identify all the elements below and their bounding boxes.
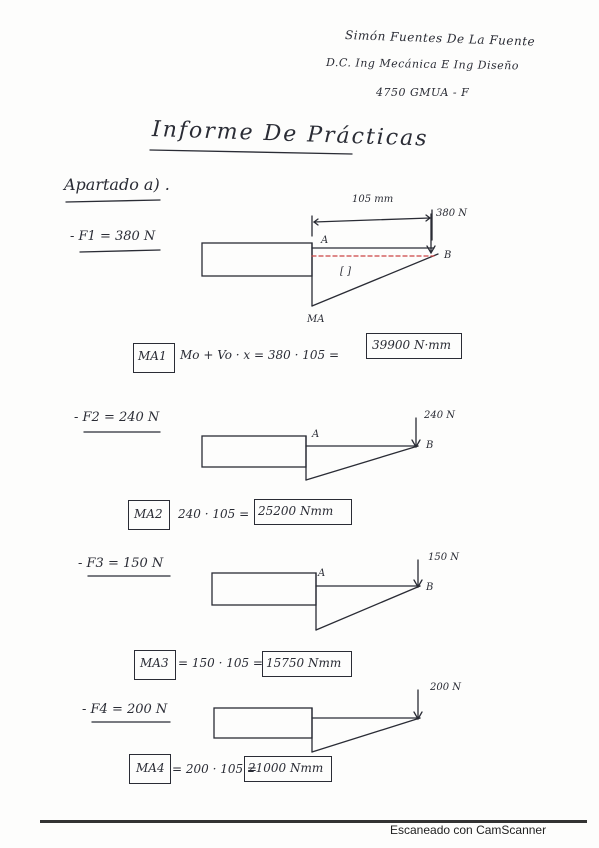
equation-lhs-4: MA4 bbox=[136, 761, 165, 775]
equation-box-lhs-2 bbox=[128, 500, 170, 530]
equation-result-2: 25200 Nmm bbox=[258, 504, 334, 518]
equation-box-lhs-1 bbox=[133, 343, 175, 373]
point-b-1: B bbox=[444, 250, 452, 261]
equation-mid-2: 240 · 105 = bbox=[178, 507, 250, 521]
equation-mid-4: = 200 · 105 = bbox=[172, 762, 257, 776]
load-label-4: 200 N bbox=[430, 682, 462, 693]
load-label-2: 240 N bbox=[424, 410, 456, 421]
force-label-1: - F1 = 380 N bbox=[70, 229, 156, 244]
point-a-2: A bbox=[312, 429, 320, 440]
scanner-watermark: Escaneado con CamScanner bbox=[390, 823, 547, 837]
equation-mid-3: = 150 · 105 = bbox=[178, 656, 263, 670]
section-underline bbox=[65, 199, 161, 203]
student-id: 4750 GMUA - F bbox=[376, 86, 470, 99]
force-label-3: - F3 = 150 N bbox=[78, 556, 164, 571]
point-a-3: A bbox=[318, 568, 326, 579]
point-b-2: B bbox=[426, 440, 434, 451]
beam-diagram-2 bbox=[201, 417, 421, 481]
section-heading: Apartado a) . bbox=[64, 175, 170, 194]
load-label-3: 150 N bbox=[428, 552, 460, 563]
equation-box-result-2 bbox=[254, 499, 352, 525]
load-label-1: 380 N bbox=[436, 208, 468, 219]
point-a-1: A bbox=[321, 235, 329, 246]
equation-lhs-1: MA1 bbox=[138, 349, 167, 363]
section-label-1: [ ] bbox=[340, 266, 351, 277]
equation-mid-1: Mo + Vo · x = 380 · 105 = bbox=[180, 348, 339, 362]
beam-diagram-4 bbox=[213, 689, 423, 753]
footer-divider bbox=[40, 820, 587, 823]
equation-lhs-3: MA3 bbox=[140, 656, 169, 670]
equation-result-1: 39900 N·mm bbox=[372, 338, 452, 352]
equation-result-3: 15750 Nmm bbox=[266, 656, 342, 670]
equation-box-result-1 bbox=[366, 333, 462, 359]
equation-box-lhs-3 bbox=[134, 650, 176, 680]
title-underline bbox=[149, 149, 353, 155]
moment-label-1: MA bbox=[307, 314, 325, 325]
beam-diagram-1 bbox=[201, 209, 439, 307]
dimension-label: 105 mm bbox=[352, 194, 394, 205]
force-label-2: - F2 = 240 N bbox=[74, 410, 160, 425]
beam-diagram-3 bbox=[211, 559, 423, 631]
equation-box-result-4 bbox=[244, 756, 332, 782]
equation-box-result-3 bbox=[262, 651, 352, 677]
equation-lhs-2: MA2 bbox=[134, 507, 163, 521]
equation-box-lhs-4 bbox=[129, 754, 171, 784]
force-label-4: - F4 = 200 N bbox=[82, 702, 168, 717]
equation-result-4: 21000 Nmm bbox=[248, 761, 324, 775]
point-b-3: B bbox=[426, 582, 434, 593]
